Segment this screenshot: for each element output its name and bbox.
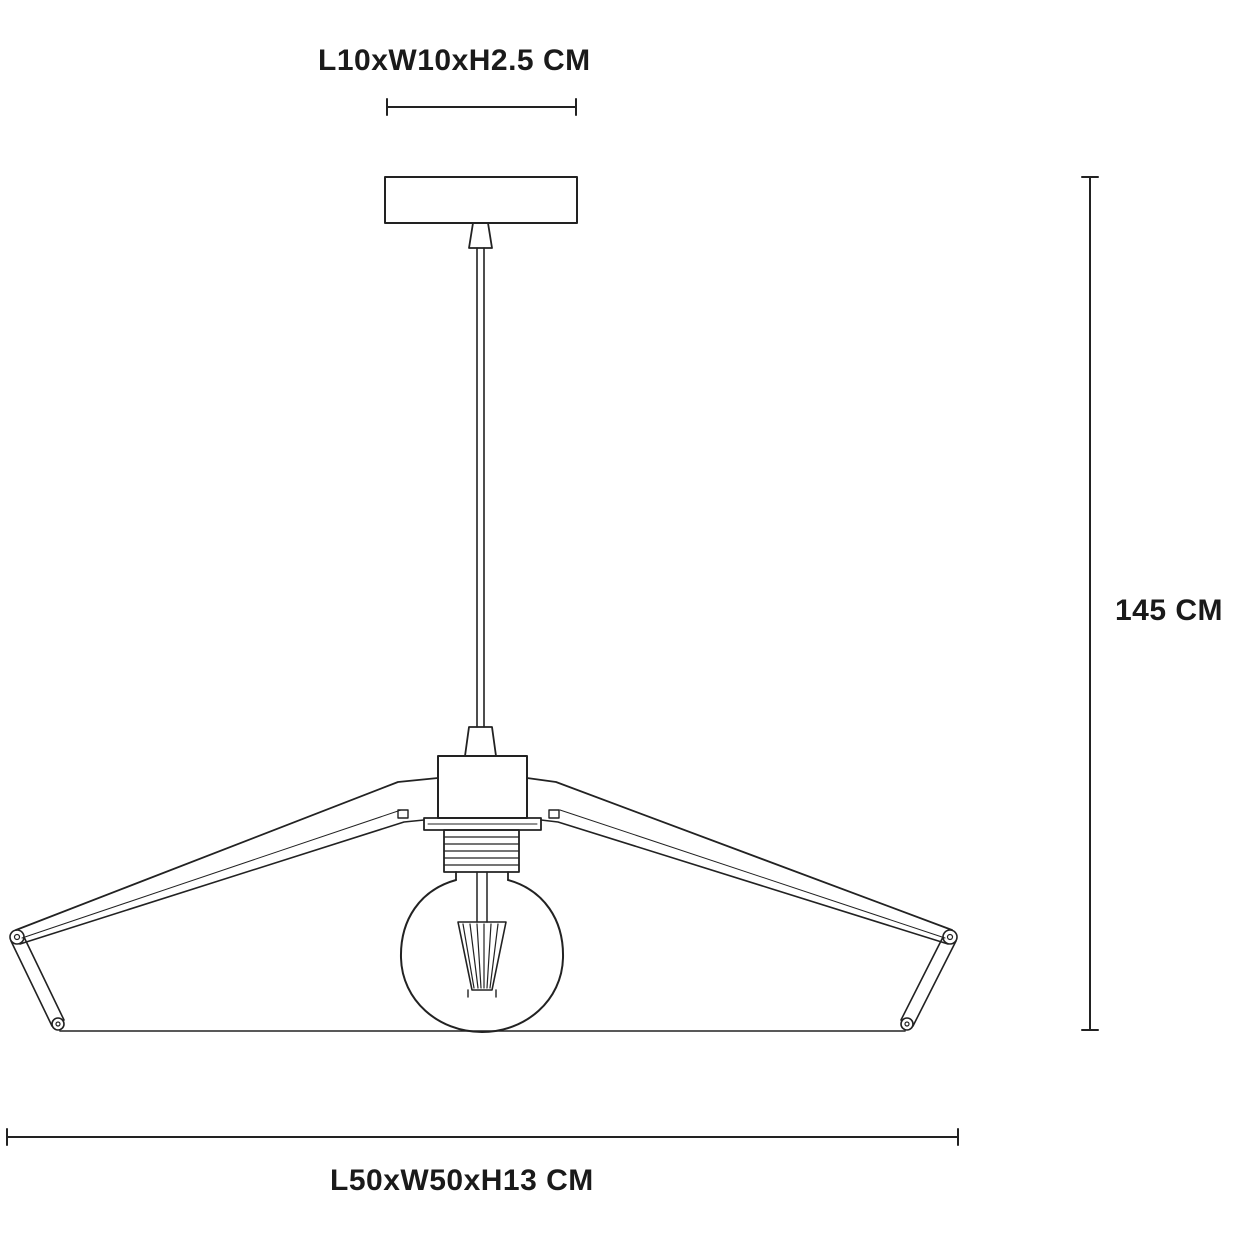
socket-ring: [423, 817, 542, 831]
height-dimension-line: [1081, 176, 1099, 1031]
socket-cord-grip: [464, 726, 497, 757]
bulb-filament: [457, 871, 507, 998]
socket-housing: [437, 755, 528, 819]
shade-right-upper-arm: [526, 777, 953, 945]
suspension-cord: [476, 247, 485, 728]
globe-bulb: [399, 879, 565, 1033]
canopy-dimension-line: [386, 98, 577, 116]
height-dimension-label: 145 CM: [1115, 594, 1224, 627]
canopy-cord-grip: [468, 222, 493, 249]
ceiling-canopy: [384, 176, 578, 224]
shade-right-lower-arm: [900, 936, 957, 1031]
shade-left-upper-arm: [15, 777, 439, 945]
canopy-dimension-label: L10xW10xH2.5 CM: [318, 44, 591, 77]
shade-dimension-line: [6, 1128, 959, 1146]
shade-left-lower-arm: [10, 936, 65, 1031]
bulb-neck: [455, 871, 509, 881]
shade-dimension-label: L50xW50xH13 CM: [330, 1164, 594, 1197]
socket-thread: [443, 829, 520, 873]
socket-arm-mounts: [397, 809, 560, 819]
